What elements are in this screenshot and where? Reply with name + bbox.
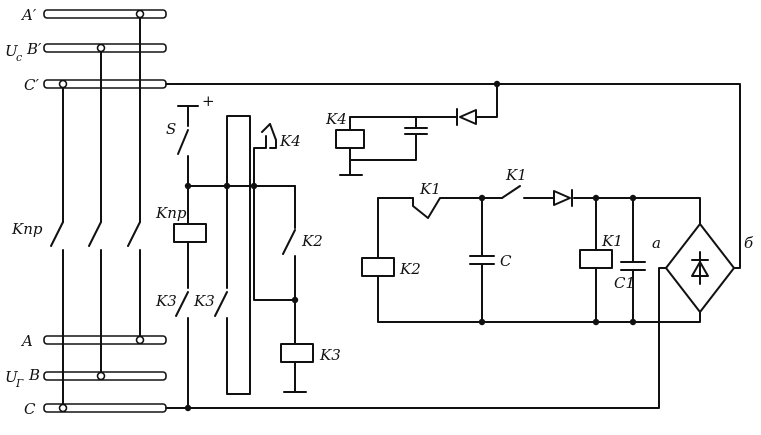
bottom-busbars [43, 335, 183, 413]
tap-a-prime [135, 9, 145, 19]
label-b: B [28, 366, 40, 384]
label-uc-sub: c [16, 51, 22, 64]
rectifier-bridge [665, 223, 735, 313]
label-k3-b: K3 [193, 292, 215, 310]
tap-b-prime [96, 43, 106, 53]
busbar-a-prime [43, 9, 167, 19]
labels: A′ U c B′ C′ A U Г B C Kпр S + K4 Kпр K3… [5, 6, 754, 418]
label-kpr-coil: Kпр [155, 204, 187, 222]
label-ut: U [5, 368, 19, 386]
control-circuit [173, 105, 314, 409]
label-kpr-main: Kпр [11, 220, 43, 238]
wiring [181, 80, 741, 412]
capacitor-k4 [404, 127, 428, 135]
label-node-b: б [744, 234, 754, 252]
coil-k3 [280, 343, 314, 363]
label-plus: + [202, 92, 215, 110]
label-k2-contact: K2 [301, 232, 323, 250]
coil-kpr [173, 223, 207, 243]
diode-k1 [553, 189, 573, 207]
tap-c [58, 403, 68, 413]
label-k1-contact-b: K1 [505, 166, 527, 184]
label-k1-contact-a: K1 [419, 180, 441, 198]
label-s: S [166, 120, 176, 138]
label-c: C [24, 400, 36, 418]
busbar-a [43, 335, 167, 345]
main-contactor-kpr [50, 17, 141, 405]
label-k2-coil: K2 [399, 260, 421, 278]
label-a-prime: A′ [20, 6, 37, 24]
tap-a [135, 335, 145, 345]
label-cap-c: C [500, 252, 512, 270]
coil-k1 [579, 249, 613, 269]
label-k3-coil: K3 [319, 346, 341, 364]
label-k3-a: K3 [155, 292, 177, 310]
label-c-prime: C′ [24, 76, 39, 94]
coil-k4 [335, 129, 365, 149]
tap-b [96, 371, 106, 381]
label-a: A [20, 332, 33, 350]
label-cap-c1: C1 [614, 274, 635, 292]
label-ut-sub: Г [15, 377, 24, 390]
coil-k2 [361, 257, 395, 277]
diode-k4 [456, 108, 477, 126]
tap-c-prime [58, 79, 68, 89]
label-k1-coil: K1 [601, 232, 623, 250]
label-uc: U [5, 42, 19, 60]
label-b-prime: B′ [26, 40, 42, 58]
label-k4-coil: K4 [325, 110, 347, 128]
label-k4-contact: K4 [279, 132, 301, 150]
timing-circuit [361, 185, 701, 326]
top-busbars [43, 9, 183, 89]
label-node-a: a [652, 234, 661, 252]
switch-s [177, 129, 189, 155]
